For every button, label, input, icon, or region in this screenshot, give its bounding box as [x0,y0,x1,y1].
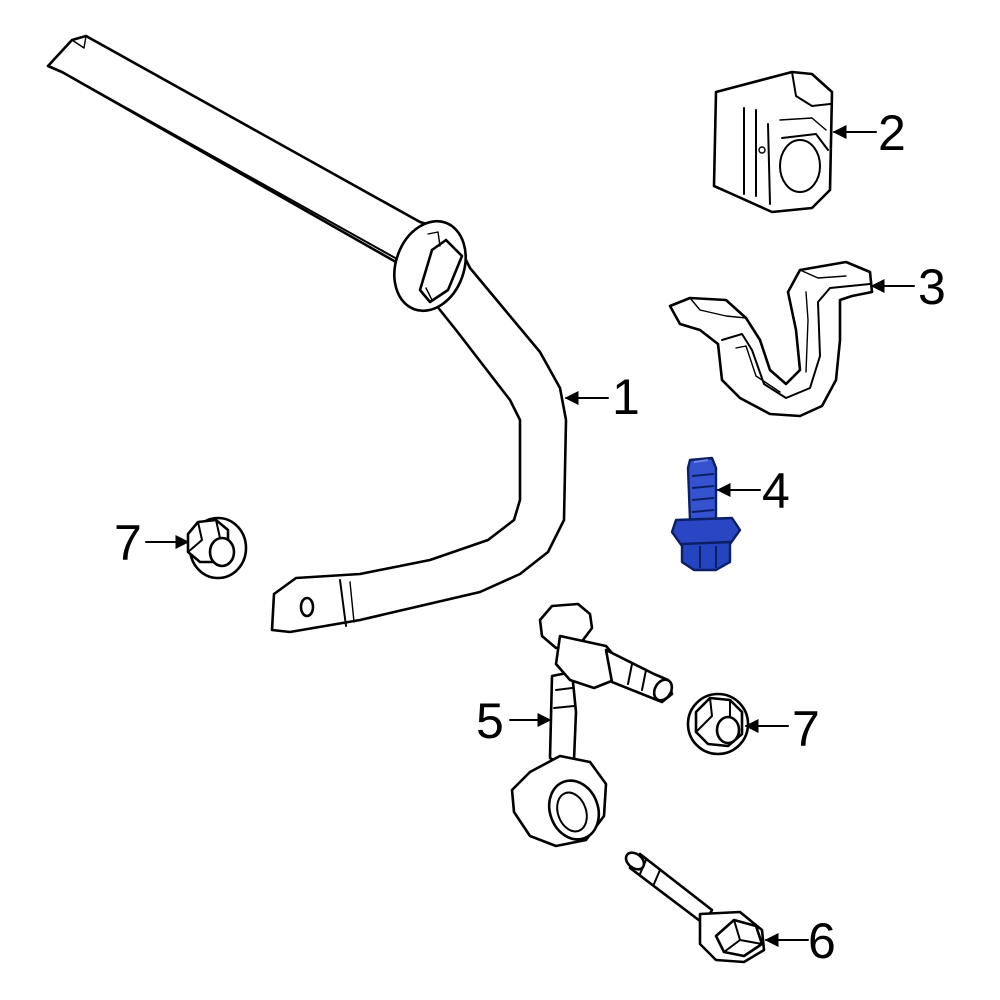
stabilizer-bushing[interactable] [712,70,834,214]
callout-labels: 1 2 3 4 5 6 7 7 [114,105,946,969]
callout-3: 3 [918,259,946,315]
callout-5: 5 [476,693,504,749]
callout-1: 1 [612,369,640,425]
callout-7-left: 7 [114,515,142,571]
callout-6: 6 [808,913,836,969]
bushing-bracket[interactable] [668,260,874,418]
link-bolt[interactable] [623,849,766,964]
callout-leaders [145,125,915,947]
callout-7-right: 7 [792,701,820,757]
stabilizer-bar[interactable] [46,34,568,634]
flange-nut-right[interactable] [686,692,750,756]
flange-nut-left[interactable] [186,516,248,580]
callout-2: 2 [878,105,906,161]
callout-4: 4 [762,463,790,519]
bracket-bolt[interactable] [670,456,742,572]
stabilizer-link[interactable] [510,602,675,848]
